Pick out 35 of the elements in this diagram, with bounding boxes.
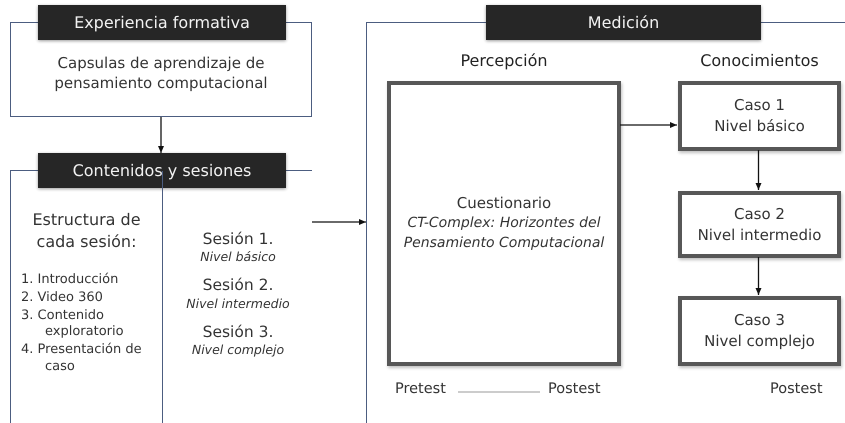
arrow [312, 219, 366, 225]
arrow [756, 150, 762, 190]
measure-box [678, 296, 841, 366]
test-label: Pretest [395, 381, 446, 397]
session-level: Nivel complejo [192, 342, 284, 358]
section-text: Capsulas de aprendizaje de pensamiento computacional [53, 53, 269, 94]
session-title: Sesión 3. [202, 322, 274, 342]
measure-box [678, 191, 841, 258]
column-heading: Estructura de cada sesión: [32, 209, 142, 254]
session-title: Sesión 2. [202, 275, 274, 296]
test-label: Postest [548, 381, 600, 397]
box-text: Nivel complejo [703, 331, 816, 352]
box-text: Nivel básico [713, 116, 806, 137]
box-text: Cuestionario [456, 193, 552, 214]
section-header: Contenidos y sesiones [38, 153, 286, 188]
session-level: Nivel intermedio [186, 296, 290, 312]
list-item: 2. Video 360 [20, 290, 104, 307]
box-text: Caso 3 [733, 310, 786, 331]
session-level: Nivel básico [200, 249, 276, 266]
box-text: Nivel intermedio [696, 224, 822, 246]
box-text: Caso 1 [733, 95, 786, 116]
list-item: 4. Presentación de caso [20, 342, 143, 376]
list-item: 3. Contenido exploratorio [20, 308, 125, 342]
section-header: Experiencia formativa [38, 5, 286, 40]
box-text: CT-Complex: Horizontes del Pensamiento Computacional [402, 214, 606, 253]
test-label: Postest [770, 381, 822, 397]
arrow [158, 117, 164, 153]
session-title: Sesión 1. [202, 229, 274, 250]
list-item: 1. Introducción [20, 272, 120, 289]
arrow [756, 257, 762, 295]
box-heading: Conocimientos [699, 51, 820, 70]
box-heading: Percepción [459, 51, 549, 70]
box-text: Caso 2 [733, 204, 786, 224]
arrow [620, 122, 677, 128]
section-header: Medición [486, 5, 761, 40]
